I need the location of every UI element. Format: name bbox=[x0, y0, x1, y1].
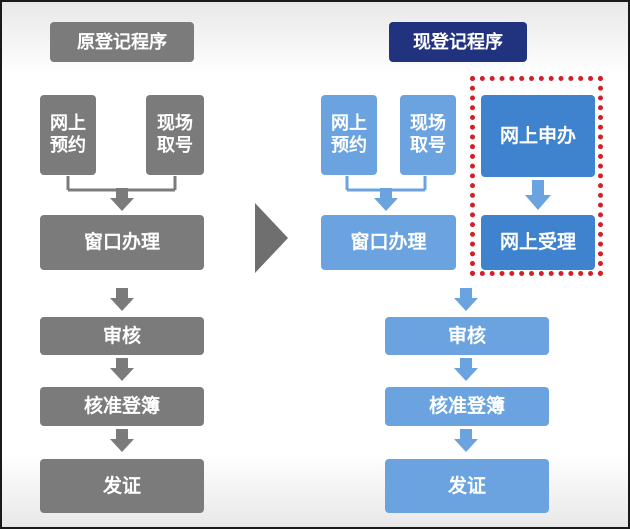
old-review-label: 审核 bbox=[102, 324, 141, 347]
new-window-box: 窗口办理 bbox=[321, 215, 456, 270]
old-online-booking-box: 网上 预约 bbox=[40, 95, 96, 175]
old-approve-register-box: 核准登簿 bbox=[40, 387, 204, 426]
right-arrow-4 bbox=[454, 429, 478, 452]
new-online-booking-line1: 网上 bbox=[331, 113, 367, 134]
left-arrow-2 bbox=[110, 288, 134, 311]
new-online-apply-label: 网上申办 bbox=[499, 124, 576, 147]
left-arrow-1 bbox=[110, 188, 134, 211]
left-merge-bracket bbox=[66, 176, 177, 192]
left-arrow-4 bbox=[110, 429, 134, 452]
new-approve-register-box: 核准登簿 bbox=[385, 387, 549, 426]
new-certificate-box: 发证 bbox=[385, 459, 549, 513]
transition-arrow-icon bbox=[255, 203, 288, 273]
new-online-accept-box: 网上受理 bbox=[481, 215, 595, 270]
old-process-header: 原登记程序 bbox=[50, 22, 194, 62]
new-certificate-label: 发证 bbox=[447, 474, 486, 497]
old-onsite-number-line2: 取号 bbox=[157, 135, 193, 156]
new-onsite-number-box: 现场 取号 bbox=[400, 95, 456, 175]
new-review-label: 审核 bbox=[447, 324, 486, 347]
new-onsite-number-line2: 取号 bbox=[410, 135, 446, 156]
new-window-label: 窗口办理 bbox=[350, 231, 427, 253]
old-certificate-box: 发证 bbox=[40, 459, 204, 513]
new-onsite-number-line1: 现场 bbox=[410, 113, 446, 134]
new-process-header: 现登记程序 bbox=[389, 22, 527, 62]
old-onsite-number-box: 现场 取号 bbox=[146, 95, 204, 175]
old-window-label: 窗口办理 bbox=[83, 231, 160, 253]
new-online-accept-label: 网上受理 bbox=[499, 231, 576, 253]
old-approve-register-label: 核准登簿 bbox=[83, 395, 160, 417]
new-online-apply-box: 网上申办 bbox=[481, 95, 595, 177]
right-arrow-3 bbox=[454, 358, 478, 381]
new-review-box: 审核 bbox=[385, 317, 549, 355]
right-arrow-1 bbox=[374, 188, 398, 211]
new-approve-register-label: 核准登簿 bbox=[428, 395, 505, 417]
old-certificate-label: 发证 bbox=[102, 474, 141, 497]
old-online-booking-line1: 网上 bbox=[50, 113, 86, 134]
old-online-booking-line2: 预约 bbox=[50, 135, 86, 156]
old-review-box: 审核 bbox=[40, 317, 204, 355]
old-window-box: 窗口办理 bbox=[40, 215, 204, 270]
right-arrow-2 bbox=[454, 288, 478, 311]
left-arrow-3 bbox=[110, 358, 134, 381]
old-onsite-number-line1: 现场 bbox=[157, 113, 193, 134]
new-process-header-label: 现登记程序 bbox=[413, 31, 503, 53]
new-online-booking-line2: 预约 bbox=[331, 135, 367, 156]
new-online-booking-box: 网上 预约 bbox=[321, 95, 377, 175]
online-highlight-frame bbox=[470, 76, 603, 276]
right-online-arrow bbox=[525, 180, 551, 210]
old-process-header-label: 原登记程序 bbox=[77, 31, 167, 53]
right-merge-bracket bbox=[345, 176, 427, 192]
